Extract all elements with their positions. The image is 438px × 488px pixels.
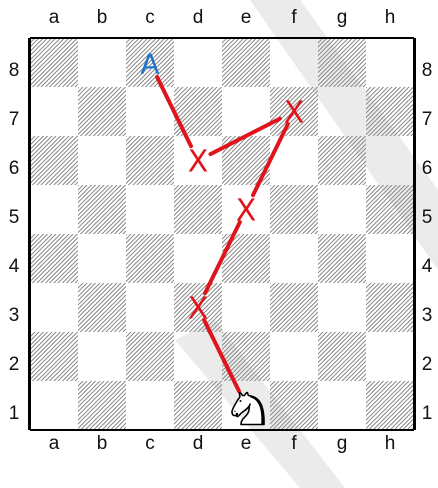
square-f7[interactable] (270, 87, 318, 136)
square-h1[interactable] (366, 381, 414, 430)
rank-label-2-right: 2 (421, 354, 433, 375)
square-g4[interactable] (318, 234, 366, 283)
rank-label-7-right: 7 (421, 109, 433, 130)
chess-board (30, 38, 414, 430)
waypoint-marker-e5: X (236, 194, 257, 229)
rank-label-6-left: 6 (8, 158, 20, 179)
file-label-d-bottom: d (192, 433, 204, 454)
file-label-g-top: g (336, 7, 348, 28)
rank-label-4-right: 4 (421, 256, 433, 277)
target-marker-c8: A (140, 48, 159, 81)
file-label-b-bottom: b (96, 433, 108, 454)
square-a4[interactable] (30, 234, 78, 283)
route-segment-e5-f7 (251, 122, 290, 198)
rank-label-1-left: 1 (8, 403, 20, 424)
square-c2[interactable] (126, 332, 174, 381)
square-a8[interactable] (30, 38, 78, 87)
square-c8[interactable] (126, 38, 174, 87)
white-knight-icon[interactable] (231, 391, 265, 426)
square-h3[interactable] (366, 283, 414, 332)
rank-label-7-left: 7 (8, 109, 20, 130)
rank-label-5-right: 5 (421, 207, 433, 228)
file-label-g-bottom: g (336, 433, 348, 454)
square-b1[interactable] (78, 381, 126, 430)
square-g8[interactable] (318, 38, 366, 87)
square-f3[interactable] (270, 283, 318, 332)
rank-label-6-right: 6 (421, 158, 433, 179)
board-border-left (28, 38, 31, 430)
file-label-f-bottom: f (291, 433, 297, 454)
route-segment-d6-c8 (155, 74, 193, 149)
route-segment-e1-d3 (202, 318, 241, 394)
rank-label-5-left: 5 (8, 207, 20, 228)
rank-label-1-right: 1 (421, 403, 433, 424)
file-label-h-top: h (384, 7, 396, 28)
file-label-e-top: e (240, 7, 252, 28)
rank-label-8-right: 8 (421, 60, 433, 81)
square-d1[interactable] (174, 381, 222, 430)
square-b5[interactable] (78, 185, 126, 234)
board-border-bottom (30, 429, 414, 431)
file-label-d-top: d (192, 7, 204, 28)
square-c6[interactable] (126, 136, 174, 185)
file-label-c-bottom: c (145, 433, 155, 454)
waypoint-marker-d6: X (188, 145, 209, 180)
route-segment-f7-d6 (208, 116, 282, 157)
square-d5[interactable] (174, 185, 222, 234)
route-segment-d3-e5 (203, 220, 242, 296)
square-b7[interactable] (78, 87, 126, 136)
square-e8[interactable] (222, 38, 270, 87)
file-label-a-bottom: a (48, 433, 60, 454)
file-label-a-top: a (48, 7, 60, 28)
waypoint-marker-f7: X (284, 96, 305, 131)
file-label-b-top: b (96, 7, 108, 28)
rank-label-8-left: 8 (8, 60, 20, 81)
rank-label-3-right: 3 (421, 305, 433, 326)
waypoint-marker-d3: X (188, 292, 209, 327)
square-c4[interactable] (126, 234, 174, 283)
file-label-h-bottom: h (384, 433, 396, 454)
file-label-c-top: c (145, 7, 155, 28)
square-d3[interactable] (174, 283, 222, 332)
square-h5[interactable] (366, 185, 414, 234)
square-h7[interactable] (366, 87, 414, 136)
file-label-e-bottom: e (240, 433, 252, 454)
square-b3[interactable] (78, 283, 126, 332)
square-a2[interactable] (30, 332, 78, 381)
square-g6[interactable] (318, 136, 366, 185)
file-label-f-top: f (291, 7, 297, 28)
square-f5[interactable] (270, 185, 318, 234)
rank-label-2-left: 2 (8, 354, 20, 375)
square-g2[interactable] (318, 332, 366, 381)
square-f1[interactable] (270, 381, 318, 430)
rank-label-4-left: 4 (8, 256, 20, 277)
square-a6[interactable] (30, 136, 78, 185)
board-border-top (30, 37, 414, 39)
board-border-right (413, 38, 416, 430)
rank-label-3-left: 3 (8, 305, 20, 326)
